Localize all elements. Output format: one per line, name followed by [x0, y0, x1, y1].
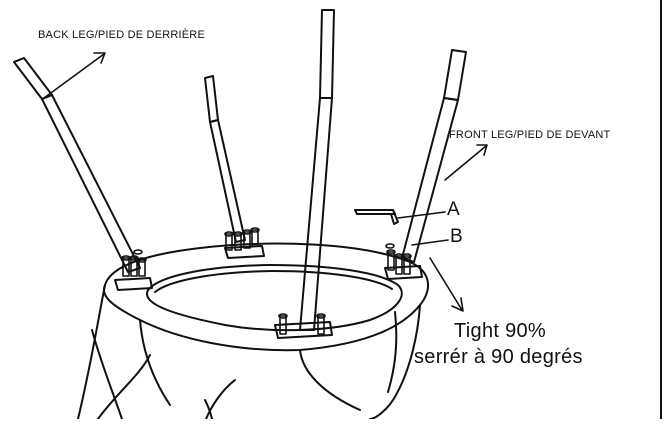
front-leg-label: FRONT LEG/PIED DE DEVANT	[449, 129, 611, 141]
front-leg-right	[401, 49, 467, 263]
part-a-label: A	[447, 199, 460, 220]
leader-lines	[43, 52, 488, 312]
mounting-brackets	[114, 245, 423, 339]
front-leg-center	[299, 9, 335, 331]
back-leg-left	[13, 57, 141, 273]
screws	[121, 227, 412, 335]
part-b-label: B	[450, 226, 463, 247]
tight-label-en: Tight 90%	[454, 320, 547, 342]
back-leg-middle	[204, 75, 246, 243]
tight-label-fr: serrér à 90 degrés	[414, 346, 583, 368]
hex-key	[354, 209, 399, 225]
seat-body	[77, 242, 429, 420]
right-frame-border	[660, 0, 666, 419]
back-leg-label: BACK LEG/PIED DE DERRIÈRE	[38, 29, 205, 41]
